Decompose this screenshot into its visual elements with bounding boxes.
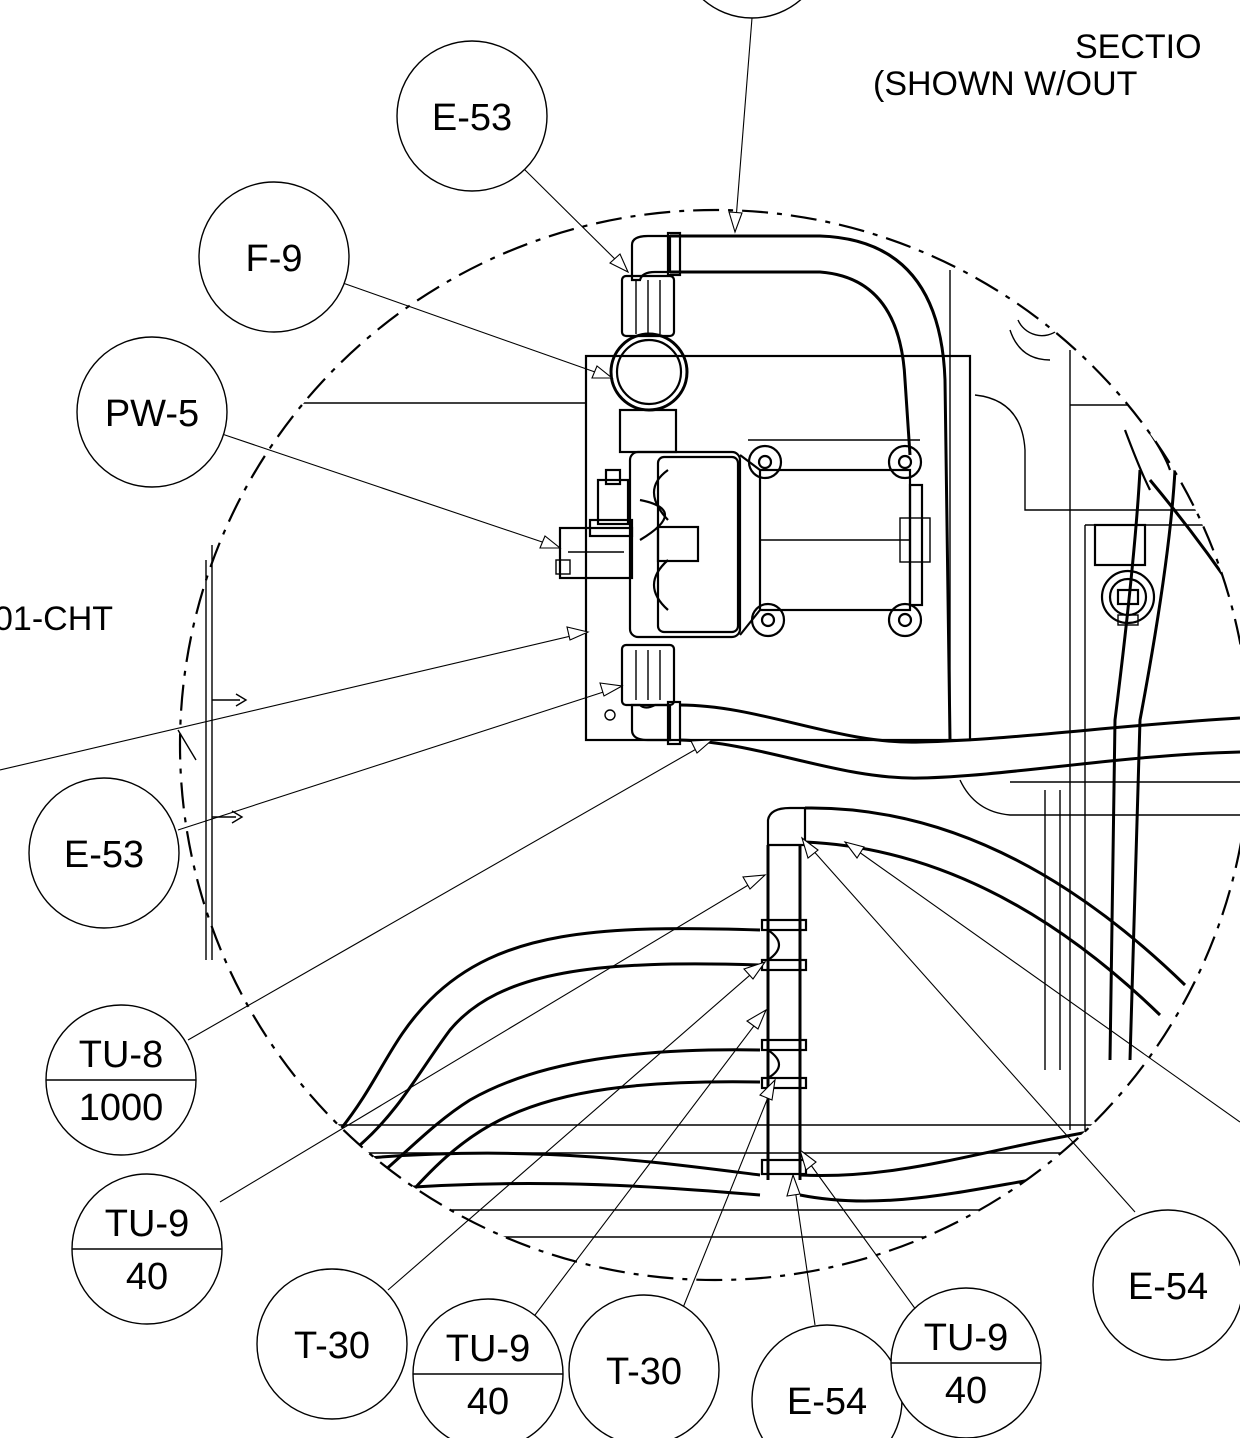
callout-label-bottom: 40 bbox=[945, 1370, 987, 1412]
callout-bubble-top-partial bbox=[702, 0, 802, 19]
callout-label-top: TU-9 bbox=[446, 1328, 530, 1370]
callout-e54-bottom: E-54 bbox=[751, 1324, 903, 1438]
callout-label: E-53 bbox=[432, 97, 512, 139]
section-title-line1: SECTIO bbox=[1075, 28, 1202, 66]
pump-head bbox=[628, 450, 761, 639]
callout-label-top: TU-9 bbox=[924, 1317, 1008, 1359]
filter-housing bbox=[609, 332, 689, 454]
side-label: 01-CHT bbox=[0, 600, 113, 638]
callout-label-top: TU-8 bbox=[79, 1034, 163, 1076]
callout-f9: F-9 bbox=[198, 181, 350, 333]
callout-e53-left: E-53 bbox=[28, 777, 180, 929]
electrical-connector bbox=[1093, 429, 1172, 626]
callout-tu8: TU-8 1000 bbox=[45, 1004, 197, 1156]
callout-t30-b: T-30 bbox=[568, 1294, 720, 1438]
callout-label: T-30 bbox=[606, 1351, 682, 1393]
bottom-elbow bbox=[620, 643, 682, 746]
left-bracket-geometry bbox=[177, 545, 248, 960]
callout-tu9-mid: TU-9 40 bbox=[412, 1298, 564, 1438]
callout-label-bottom: 40 bbox=[467, 1381, 509, 1423]
top-elbow bbox=[620, 234, 676, 338]
callout-label: E-54 bbox=[787, 1381, 867, 1423]
callout-e53-top: E-53 bbox=[396, 40, 548, 192]
callout-label-bottom: 40 bbox=[126, 1256, 168, 1298]
right-hoses bbox=[1108, 469, 1240, 1061]
lower-hose bbox=[679, 703, 1240, 780]
leader-lines bbox=[0, 17, 1240, 1326]
callout-label: E-54 bbox=[1128, 1266, 1208, 1308]
callout-label: T-30 bbox=[294, 1325, 370, 1367]
callout-pw5: PW-5 bbox=[76, 336, 228, 488]
callout-e54-right: E-54 bbox=[1092, 1209, 1240, 1361]
pump-motor bbox=[747, 439, 931, 638]
callout-label: F-9 bbox=[246, 238, 303, 280]
frame-structure bbox=[240, 270, 1240, 1238]
callout-t30-a: T-30 bbox=[256, 1268, 408, 1420]
pressure-switch bbox=[555, 468, 634, 580]
upper-hose bbox=[666, 231, 952, 741]
mounting-plate bbox=[584, 354, 972, 742]
sweeping-hoses bbox=[299, 927, 1101, 1206]
callout-label: PW-5 bbox=[105, 393, 199, 435]
callout-tu9-left: TU-9 40 bbox=[71, 1173, 223, 1325]
detail-boundary bbox=[179, 209, 1240, 1281]
callout-tu9-right: TU-9 40 bbox=[890, 1287, 1042, 1438]
callout-label: E-53 bbox=[64, 834, 144, 876]
callout-label-bottom: 1000 bbox=[79, 1087, 164, 1129]
section-title-line2: (SHOWN W/OUT bbox=[873, 65, 1137, 103]
detail-contents bbox=[240, 231, 1240, 1238]
callout-label-top: TU-9 bbox=[105, 1203, 189, 1245]
